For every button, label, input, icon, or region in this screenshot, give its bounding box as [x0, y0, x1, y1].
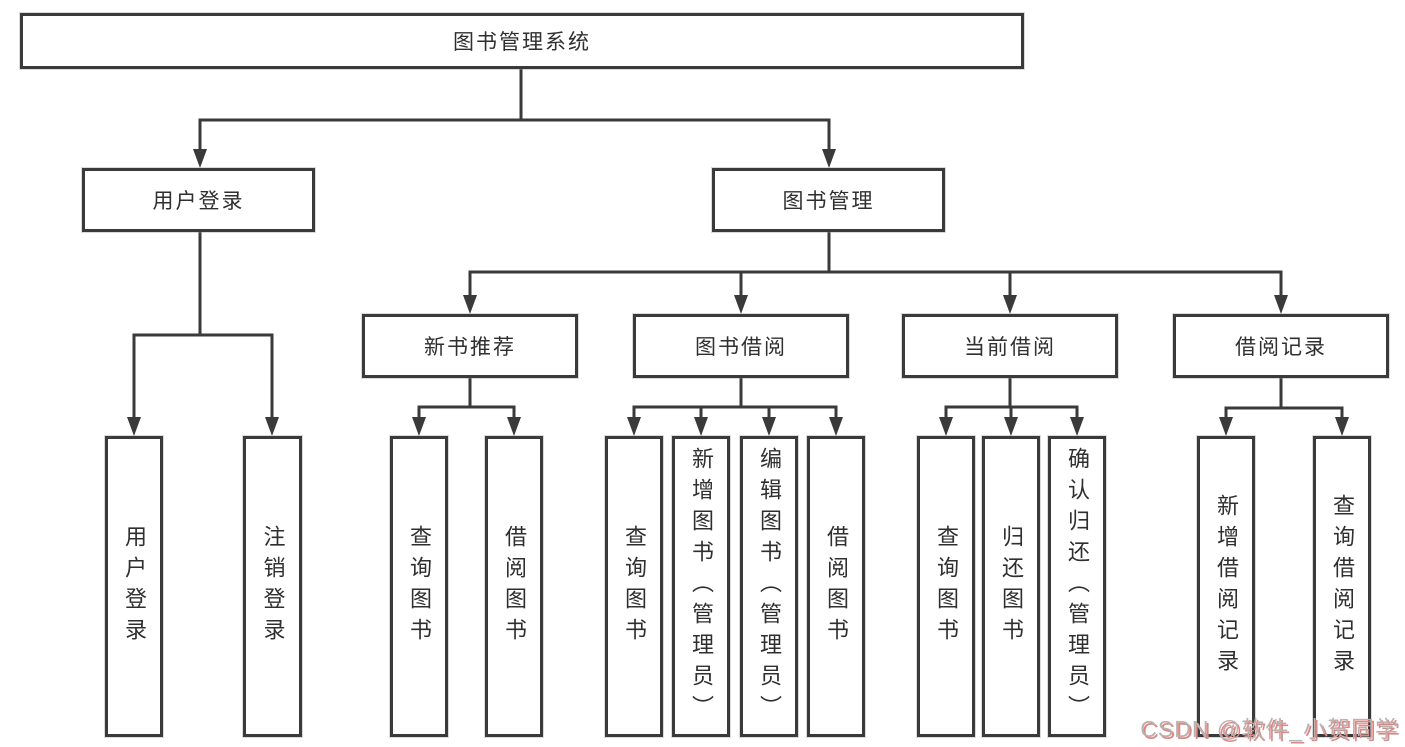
- leaf-label: 确认归还（管理员）: [1065, 447, 1090, 726]
- node-new-book-recommendation: 新书推荐: [362, 314, 578, 378]
- leaf-label: 用户登录: [122, 524, 147, 649]
- leaf-add-book-admin: 新增图书（管理员）: [672, 436, 730, 737]
- leaf-query-books-recommend: 查询图书: [390, 436, 448, 737]
- node-label: 新书推荐: [424, 336, 516, 359]
- leaf-confirm-return-admin: 确认归还（管理员）: [1048, 436, 1106, 737]
- leaf-label: 归还图书: [999, 524, 1024, 649]
- node-user-login: 用户登录: [82, 168, 315, 232]
- leaf-borrow-books-recommend: 借阅图书: [485, 436, 543, 737]
- node-library-management-system: 图书管理系统: [20, 13, 1024, 69]
- node-label: 图书管理系统: [453, 31, 591, 54]
- leaf-label: 注销登录: [260, 524, 286, 649]
- node-label: 图书管理: [782, 190, 875, 213]
- leaf-label: 查询图书: [934, 524, 959, 649]
- node-label: 借阅记录: [1235, 336, 1327, 359]
- leaf-label: 借阅图书: [824, 524, 849, 649]
- node-label: 当前借阅: [964, 336, 1056, 359]
- leaf-label: 查询图书: [407, 524, 432, 649]
- node-book-management: 图书管理: [712, 168, 945, 232]
- node-borrowing-records: 借阅记录: [1173, 314, 1389, 378]
- leaf-logout: 注销登录: [243, 436, 302, 737]
- leaf-query-borrow-record: 查询借阅记录: [1313, 436, 1371, 737]
- leaf-label: 查询借阅记录: [1330, 493, 1355, 680]
- csdn-watermark: CSDN @软件_小贺同学: [1140, 716, 1399, 742]
- leaf-borrow-books-borrowing: 借阅图书: [807, 436, 865, 737]
- node-label: 图书借阅: [695, 336, 787, 359]
- leaf-label: 借阅图书: [502, 524, 527, 649]
- leaf-user-login: 用户登录: [105, 436, 163, 737]
- leaf-label: 查询图书: [622, 524, 647, 649]
- leaf-add-borrow-record: 新增借阅记录: [1197, 436, 1255, 737]
- leaf-query-books-current: 查询图书: [917, 436, 975, 737]
- leaf-label: 新增借阅记录: [1214, 493, 1239, 680]
- node-label: 用户登录: [152, 190, 245, 213]
- node-current-borrowing: 当前借阅: [902, 314, 1118, 378]
- leaf-query-books-borrowing: 查询图书: [605, 436, 663, 737]
- leaf-edit-book-admin: 编辑图书（管理员）: [740, 436, 798, 737]
- leaf-label: 编辑图书（管理员）: [757, 447, 782, 726]
- leaf-label: 新增图书（管理员）: [689, 447, 714, 726]
- leaf-return-books: 归还图书: [982, 436, 1040, 737]
- node-book-borrowing: 图书借阅: [633, 314, 849, 378]
